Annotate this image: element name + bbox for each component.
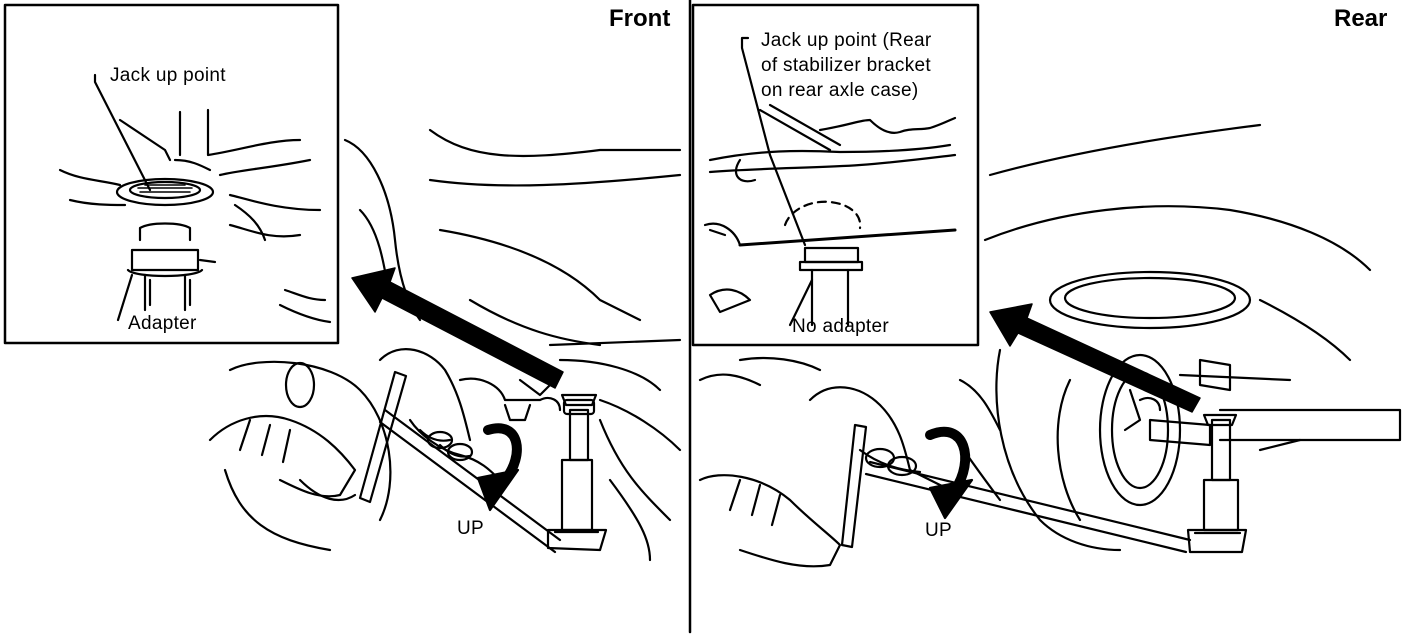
rear-title: Rear xyxy=(1334,5,1388,32)
front-adapter-label: Adapter xyxy=(128,313,197,334)
front-up-arrow xyxy=(476,423,522,512)
rear-pointer-arrow xyxy=(989,303,1201,413)
rear-inset-drawing xyxy=(703,36,957,327)
front-up-label: UP xyxy=(457,518,484,539)
rear-up-arrow xyxy=(925,426,974,520)
front-jack-up-point-label: Jack up point xyxy=(110,65,226,86)
rear-no-adapter-label: No adapter xyxy=(792,316,890,337)
front-title: Front xyxy=(609,5,671,32)
front-inset-box xyxy=(3,3,340,345)
front-pointer-arrow xyxy=(351,267,564,389)
front-hands-and-handle xyxy=(208,348,562,554)
rear-hands-and-handle xyxy=(698,386,1192,568)
rear-jack-up-point-label: Jack up point (Rear of stabilizer bracke… xyxy=(761,30,932,101)
front-inset-drawing xyxy=(58,73,332,324)
rear-vehicle-body xyxy=(698,123,1402,552)
rear-up-label: UP xyxy=(925,520,952,541)
rear-jack xyxy=(1186,413,1248,554)
front-vehicle-body xyxy=(223,128,682,562)
front-jack xyxy=(546,393,608,552)
rear-inset-box xyxy=(691,3,980,347)
